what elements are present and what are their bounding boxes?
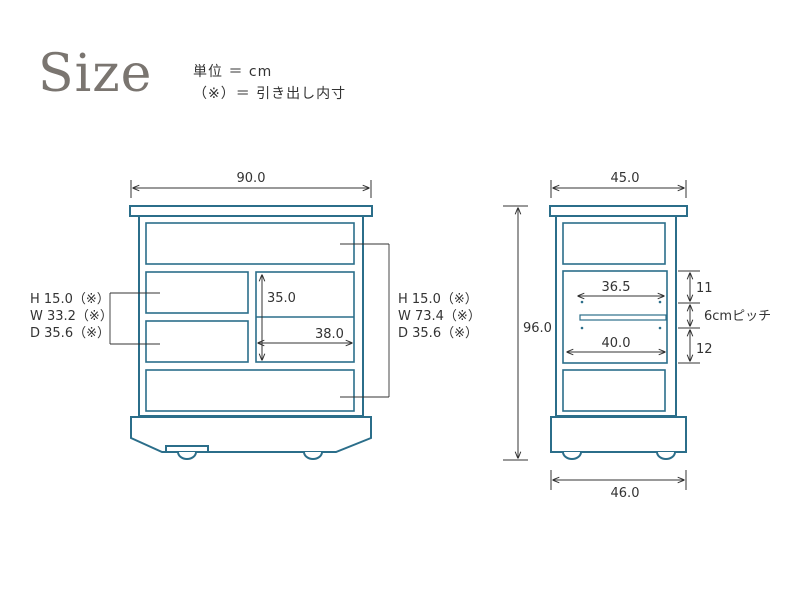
bottom-drawer <box>145 369 355 412</box>
caster-icon <box>656 451 676 460</box>
small-drawer-lower <box>145 320 249 363</box>
page-title: Size <box>38 44 153 104</box>
side-top-depth-label: 45.0 <box>611 171 640 186</box>
gap-upper-label: 11 <box>696 281 713 296</box>
large-drawer-width: W 73.4（※） <box>398 309 481 324</box>
side-top-board <box>549 205 688 217</box>
open-height-label: 35.0 <box>267 291 296 306</box>
front-top-board <box>129 205 373 217</box>
pitch-label: 6cmピッチ <box>704 309 771 324</box>
shelf-lower-width-label: 40.0 <box>602 336 631 351</box>
caster-icon <box>562 451 582 460</box>
open-width-label: 38.0 <box>315 327 344 342</box>
side-base <box>550 416 687 453</box>
large-drawer-height: H 15.0（※） <box>398 292 478 307</box>
small-drawer-height: H 15.0（※） <box>30 292 110 307</box>
side-top-drawer <box>562 222 666 265</box>
side-bottom-drawer <box>562 369 666 412</box>
small-drawer-upper <box>145 271 249 314</box>
small-drawer-depth: D 35.6（※） <box>30 326 110 341</box>
side-view: 45.0 96.0 46.0 36.5 40.0 <box>503 171 771 501</box>
side-height-label: 96.0 <box>523 321 552 336</box>
caster-icon <box>303 451 323 460</box>
front-base <box>130 416 372 453</box>
unit-note: 単位 ＝ cm <box>193 64 273 80</box>
small-drawer-width: W 33.2（※） <box>30 309 113 324</box>
caster-icon <box>177 451 197 460</box>
side-base-depth-label: 46.0 <box>611 486 640 501</box>
large-drawer-depth: D 35.6（※） <box>398 326 478 341</box>
shelf-upper-width-label: 36.5 <box>602 280 631 295</box>
top-drawer <box>145 222 355 265</box>
gap-lower-label: 12 <box>696 342 713 357</box>
front-view: 90.0 35.0 38.0 H 15.0（ <box>30 171 481 460</box>
front-width-label: 90.0 <box>237 171 266 186</box>
drawer-note: （※）＝ 引き出し内寸 <box>193 86 347 102</box>
adjustable-shelf <box>579 314 667 321</box>
